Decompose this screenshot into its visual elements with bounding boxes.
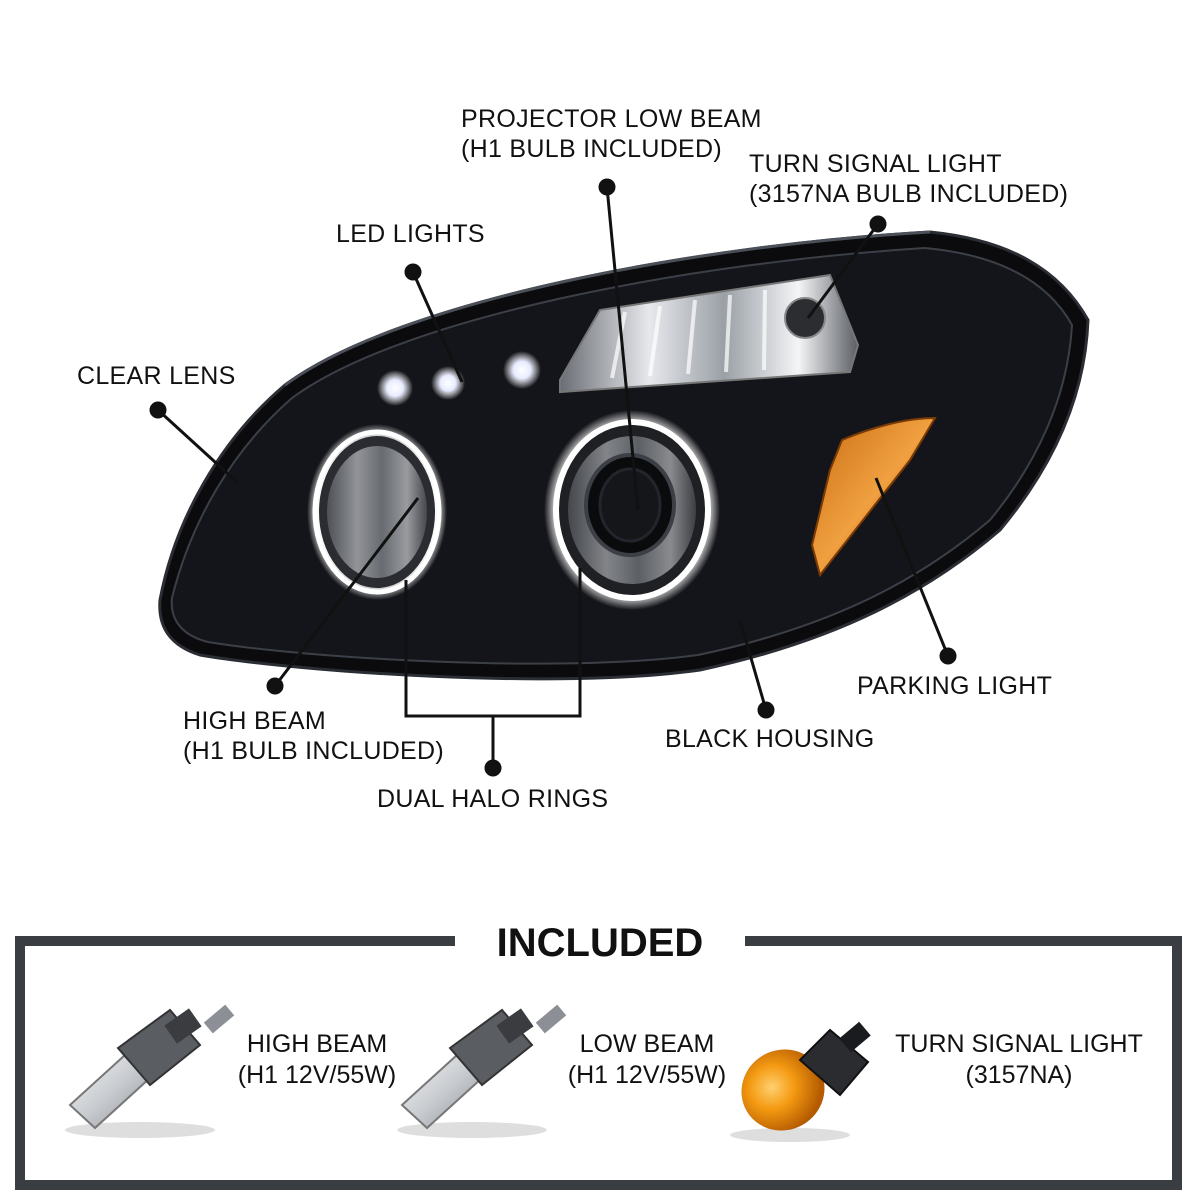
dual-halo-rings-label: DUAL HALO RINGS — [377, 785, 609, 813]
projector-low-beam-line1: PROJECTOR LOW BEAM — [461, 105, 762, 133]
high-beam-line1: HIGH BEAM — [183, 707, 326, 735]
clear-lens-label: CLEAR LENS — [77, 362, 236, 390]
led-lights — [377, 351, 541, 406]
turn-signal-line2: (3157NA BULB INCLUDED) — [749, 180, 1069, 208]
included-low-beam-name: LOW BEAM — [579, 1030, 715, 1058]
led-lights-label: LED LIGHTS — [336, 220, 485, 248]
callout-lines — [149, 178, 957, 777]
h1-bulb-icon — [65, 1004, 235, 1138]
h1-bulb-icon — [397, 1004, 567, 1138]
included-high-beam-spec: (H1 12V/55W) — [237, 1061, 397, 1089]
included-title: INCLUDED — [455, 918, 745, 968]
projector-low-beam-line2: (H1 BULB INCLUDED) — [461, 135, 723, 163]
projector-halo — [544, 410, 720, 610]
included-low-beam-spec: (H1 12V/55W) — [567, 1061, 727, 1089]
parking-light-label: PARKING LIGHT — [857, 672, 1053, 700]
included-turn-signal-label: TURN SIGNAL LIGHT (3157NA) — [893, 1029, 1145, 1091]
black-housing-label: BLACK HOUSING — [665, 725, 875, 753]
high-beam-halo — [307, 424, 447, 600]
high-beam-label: HIGH BEAM (H1 BULB INCLUDED) — [183, 706, 444, 766]
parking-light-lens — [810, 416, 937, 578]
turn-signal-label: TURN SIGNAL LIGHT (3157NA BULB INCLUDED) — [749, 149, 1068, 209]
projector-low-beam-label: PROJECTOR LOW BEAM (H1 BULB INCLUDED) — [461, 104, 762, 164]
turn-signal-reflector — [559, 273, 860, 394]
included-high-beam-name: HIGH BEAM — [246, 1030, 388, 1058]
included-low-beam-label: LOW BEAM (H1 12V/55W) — [566, 1029, 728, 1091]
included-turn-signal-name: TURN SIGNAL LIGHT — [895, 1030, 1143, 1058]
included-high-beam-label: HIGH BEAM (H1 12V/55W) — [236, 1029, 398, 1091]
turn-signal-line1: TURN SIGNAL LIGHT — [749, 150, 1002, 178]
included-turn-signal-spec: (3157NA) — [965, 1061, 1073, 1089]
amber-3157-bulb-icon — [730, 1021, 871, 1142]
high-beam-line2: (H1 BULB INCLUDED) — [183, 737, 445, 765]
